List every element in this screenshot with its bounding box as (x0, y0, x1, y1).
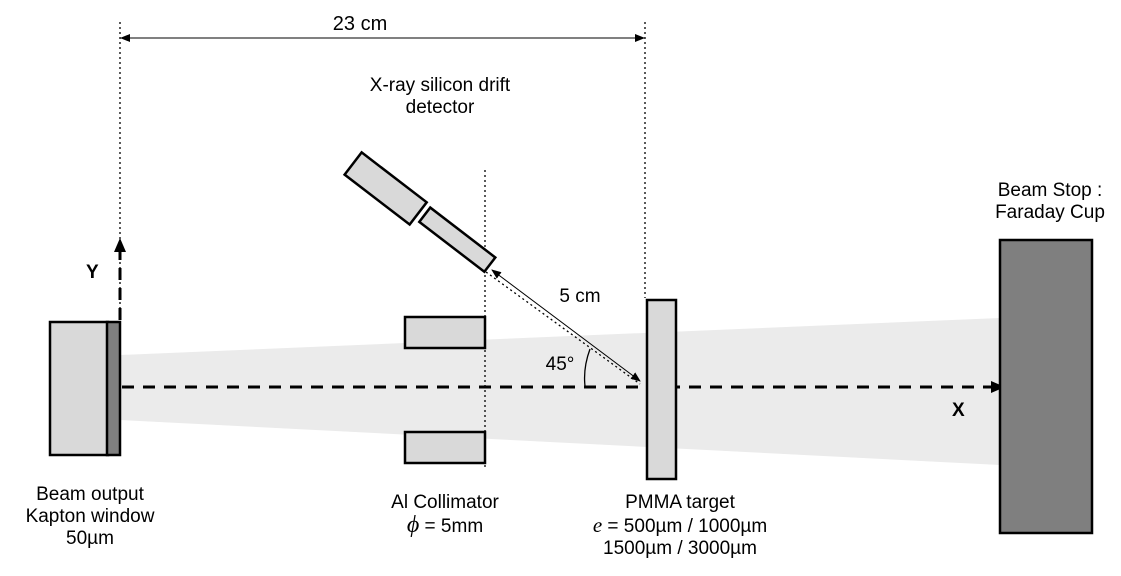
pmma-thickness-symbol: e (592, 513, 603, 537)
faraday-cup (998, 238, 1094, 535)
beam-output-label: Beam output Kapton window 50µm (0, 484, 180, 550)
pmma-target-label: PMMA target e = 500µm / 1000µm 1500µm / … (570, 492, 790, 560)
y-axis-label: Y (86, 262, 99, 283)
kapton-window (105, 320, 122, 457)
beam-output-label-line3: 50µm (66, 528, 114, 549)
distance-label-23cm: 23 cm (332, 13, 388, 35)
collimator-label: Al Collimator ϕ = 5mm (360, 492, 530, 538)
pmma-target-label-line1: PMMA target (625, 492, 735, 513)
beam-output-label-line2: Kapton window (25, 506, 155, 527)
angle-arc (583, 348, 591, 387)
pmma-thickness-values-1: = 500µm / 1000µm (602, 516, 768, 537)
detector-sightline (485, 271, 641, 385)
collimator-label-line1: Al Collimator (391, 492, 499, 513)
collimator-diameter-value: = 5mm (419, 516, 484, 537)
silicon-drift-detector (342, 150, 498, 274)
beam-stop-label-line1: Beam Stop : (997, 180, 1103, 201)
collimator-upper-block (403, 315, 487, 350)
collimator-label-line2: ϕ = 5mm (360, 512, 530, 538)
beam-cone (120, 318, 1000, 465)
beam-output-block (48, 320, 110, 457)
angle-label: 45° (545, 354, 575, 375)
x-axis-label: X (952, 400, 965, 421)
pmma-target-label-line2: e = 500µm / 1000µm (570, 514, 790, 538)
detector-head (342, 150, 429, 227)
beam-stop-label: Beam Stop : Faraday Cup (960, 180, 1121, 224)
pmma-target-label-line3: 1500µm / 3000µm (603, 538, 757, 559)
detector-label-line1: X-ray silicon drift (369, 75, 511, 96)
detector-snout (417, 205, 498, 274)
beam-output-label-line1: Beam output (36, 484, 144, 505)
distance-arrow-5cm (491, 269, 641, 382)
collimator-lower-block (403, 430, 487, 465)
detector-label-line2: detector (405, 97, 475, 118)
detector-label: X-ray silicon drift detector (330, 75, 550, 119)
pmma-target (645, 298, 678, 481)
collimator-phi-symbol: ϕ (406, 512, 420, 538)
beam-stop-label-line2: Faraday Cup (995, 202, 1105, 223)
distance-label-5cm: 5 cm (559, 286, 601, 307)
